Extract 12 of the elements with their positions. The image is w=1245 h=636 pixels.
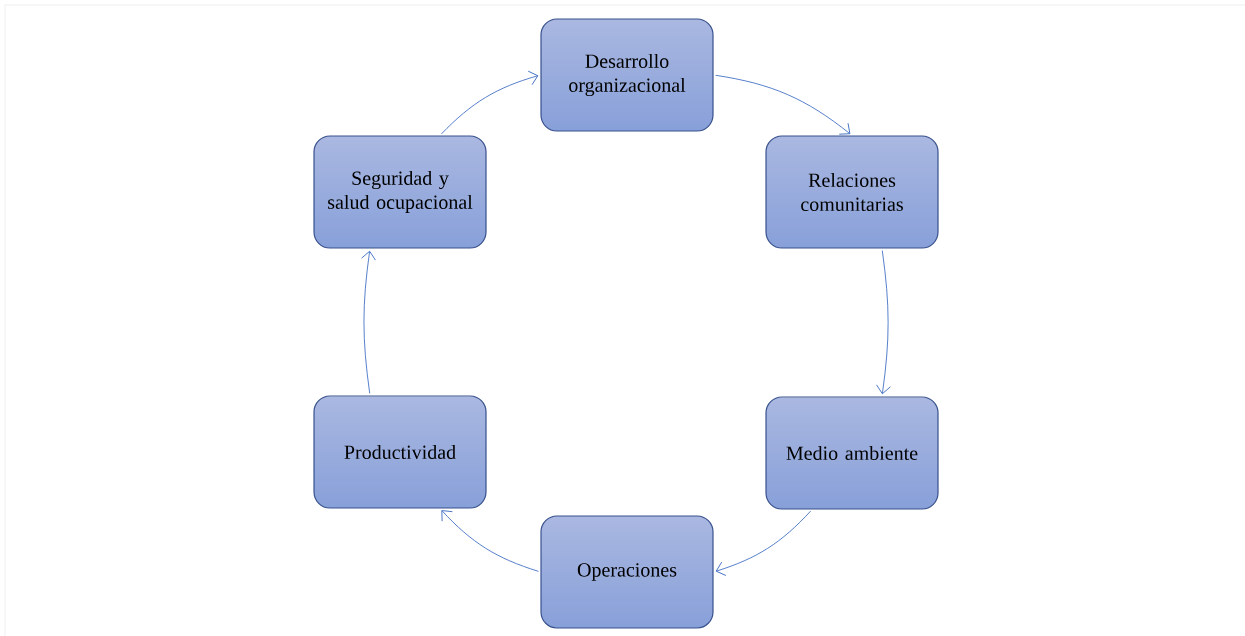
process-box: Desarrollo organizacional	[540, 18, 714, 132]
arrow	[441, 510, 539, 572]
process-box: Productividad	[313, 395, 487, 509]
arrow	[715, 74, 851, 135]
process-box: Relaciones comunitarias	[765, 135, 939, 249]
process-box: Medio ambiente	[765, 396, 939, 510]
process-box: Seguridad y salud ocupacional	[313, 135, 487, 249]
arrow	[440, 70, 539, 135]
process-box: Operaciones	[540, 515, 714, 629]
arrow	[361, 250, 376, 394]
arrow	[876, 250, 891, 395]
arrow	[715, 510, 812, 576]
